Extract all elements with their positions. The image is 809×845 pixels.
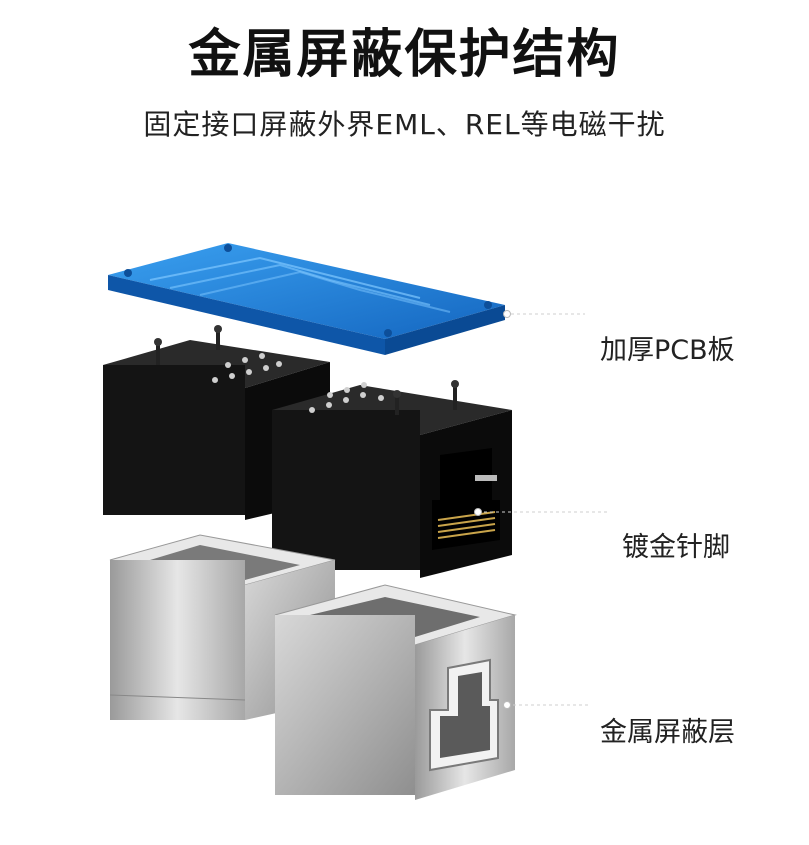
jack-right bbox=[272, 380, 512, 578]
page-subtitle: 固定接口屏蔽外界EML、REL等电磁干扰 bbox=[143, 108, 666, 141]
callout-lines bbox=[478, 313, 610, 706]
pcb-callout-dot bbox=[503, 310, 511, 318]
pcb-callout-label: 加厚PCB板 bbox=[600, 335, 735, 366]
pins-callout-label: 镀金针脚 bbox=[622, 532, 730, 563]
shield-callout-dot bbox=[503, 701, 511, 709]
shield-callout-label: 金属屏蔽层 bbox=[600, 717, 735, 748]
pins-callout-dot bbox=[474, 508, 482, 516]
shield-right bbox=[274, 584, 517, 800]
page-title: 金属屏蔽保护结构 bbox=[188, 25, 621, 85]
pcb-board bbox=[108, 243, 505, 355]
